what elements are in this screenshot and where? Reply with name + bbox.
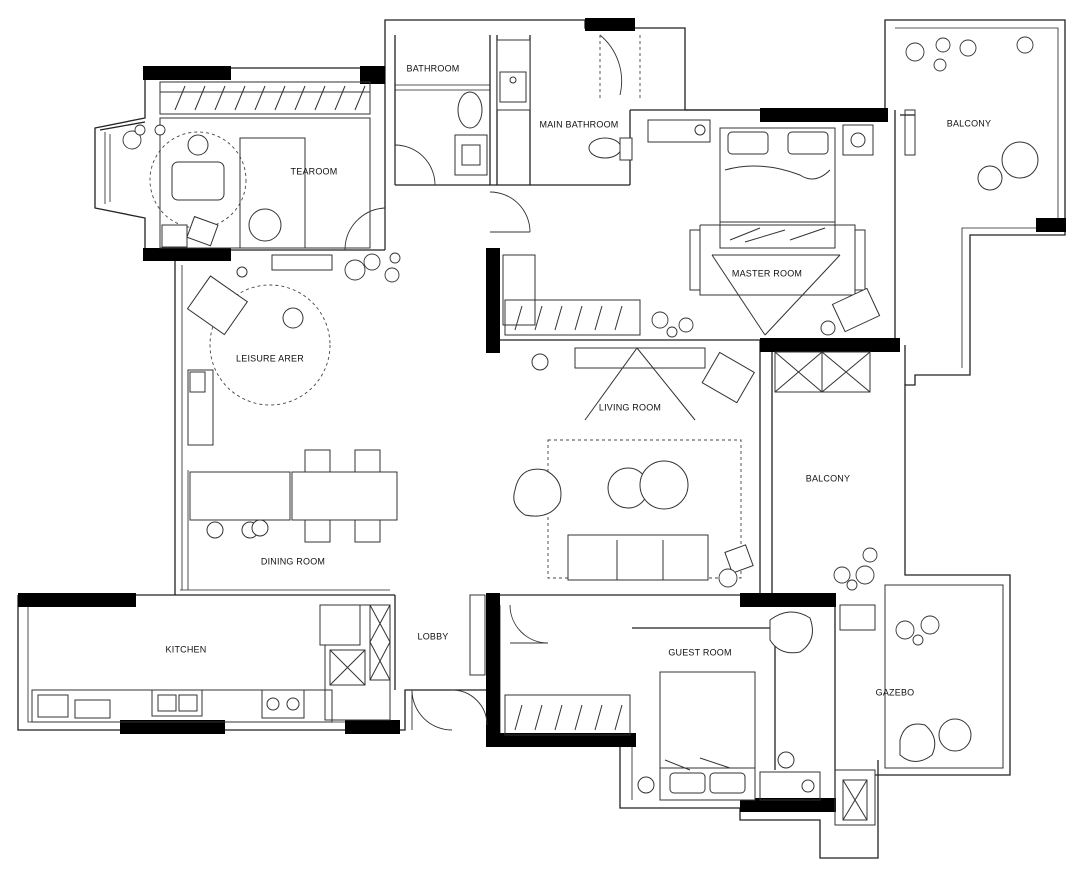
label-dining-room: DINING ROOM [261, 556, 325, 566]
tearoom-furniture [122, 81, 371, 249]
label-main-bathroom: MAIN BATHROOM [540, 119, 619, 129]
label-guest-room: GUEST ROOM [668, 647, 731, 657]
doors [344, 34, 623, 731]
living-room-furniture [513, 347, 756, 588]
kitchen-furniture [31, 604, 391, 723]
balcony-2-furniture [774, 351, 878, 591]
label-gazebo: GAZEBO [876, 687, 915, 697]
gazebo-furniture [834, 584, 1004, 826]
label-kitchen: KITCHEN [166, 644, 207, 654]
label-tearoom: TEAROOM [291, 166, 338, 176]
label-master-room: MASTER ROOM [732, 268, 802, 278]
leisure-area-furniture [186, 252, 401, 446]
bathroom-fixtures [395, 35, 641, 176]
label-living-room: LIVING ROOM [599, 402, 661, 412]
label-lobby: LOBBY [417, 631, 448, 641]
guest-room-furniture [504, 611, 821, 801]
balcony-1-furniture [904, 36, 1039, 191]
structural-walls [18, 18, 1066, 812]
lobby-fixtures [469, 594, 486, 676]
room-labels: BATHROOM MAIN BATHROOM TEAROOM BALCONY M… [166, 63, 991, 697]
label-bathroom: BATHROOM [407, 63, 460, 73]
master-room-furniture [502, 119, 881, 338]
label-leisure-area: LEISURE ARER [236, 353, 304, 363]
label-balcony-1: BALCONY [947, 118, 991, 128]
label-balcony-2: BALCONY [806, 473, 850, 483]
dining-furniture [189, 449, 398, 543]
